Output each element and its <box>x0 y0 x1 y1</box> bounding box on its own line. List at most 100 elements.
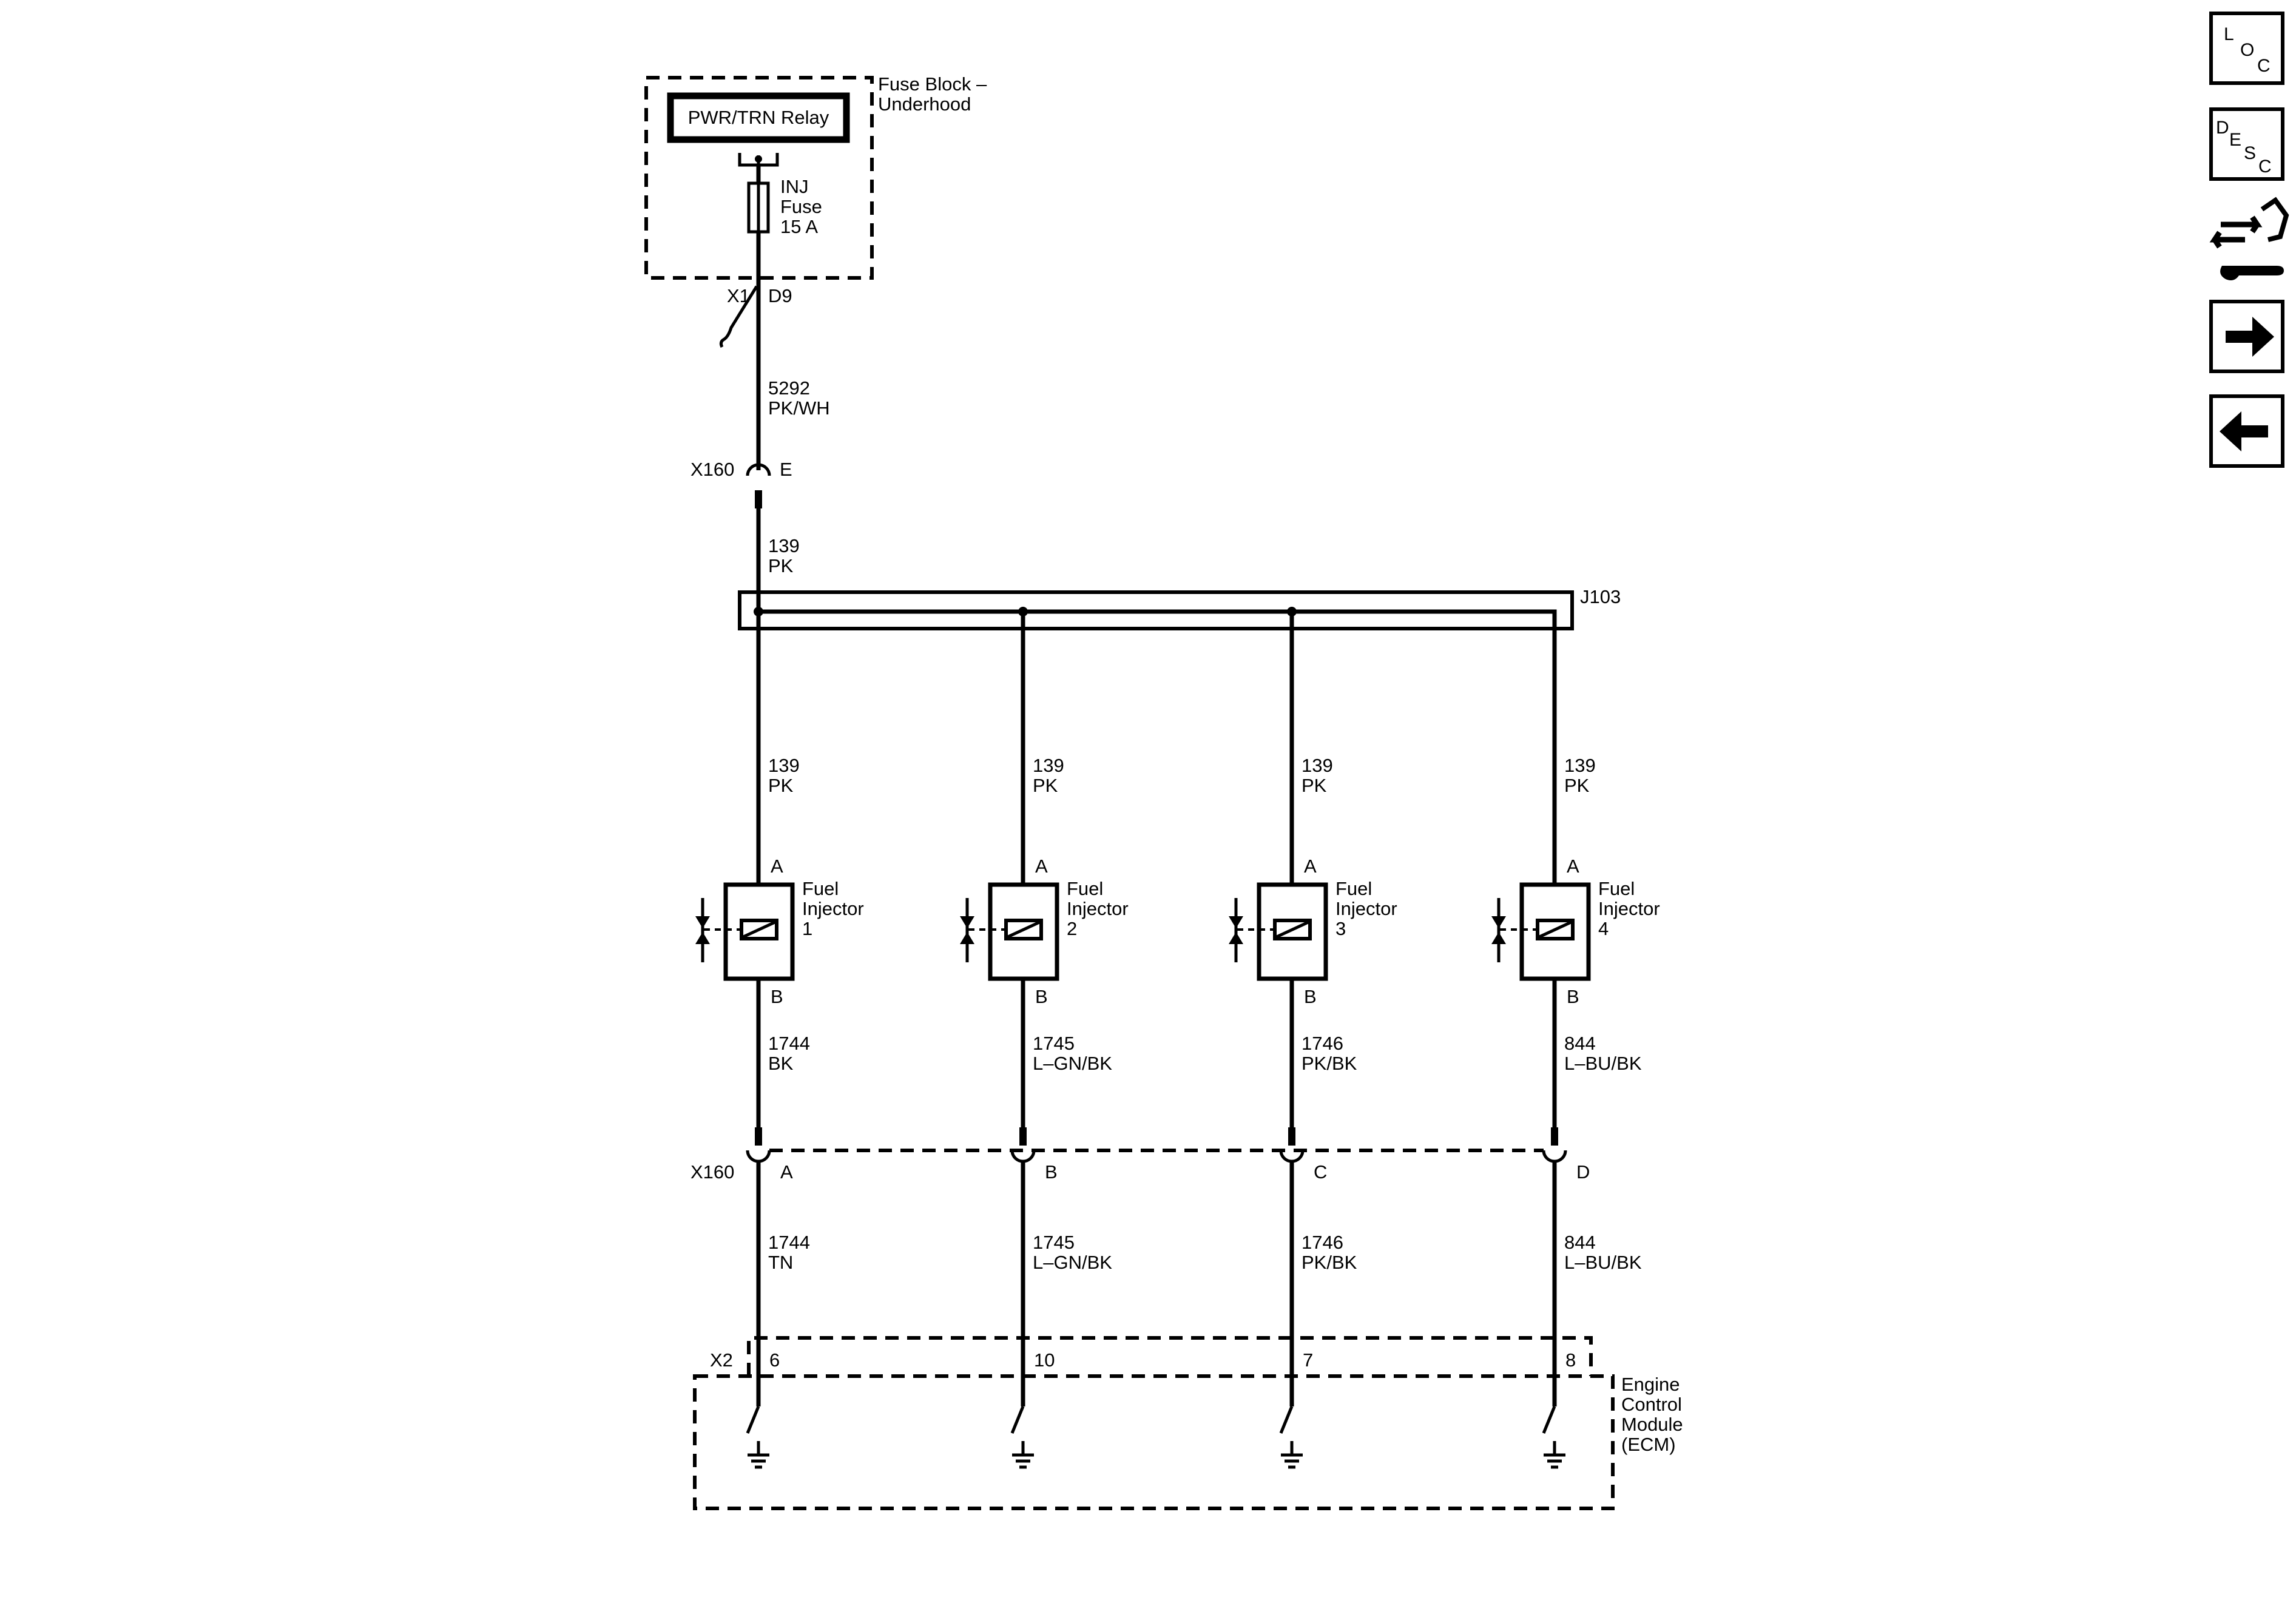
fuse-block-underhood: Fuse Block – Underhood PWR/TRN Relay INJ… <box>644 73 987 280</box>
feed2-circuit: 139 <box>768 535 800 556</box>
x1-label: X1 <box>727 285 750 306</box>
branch4-upper-circuit: 139 <box>1564 755 1596 776</box>
branch2-lower-color: L–GN/BK <box>1033 1053 1112 1074</box>
loc-letter-c: C <box>2257 56 2271 76</box>
branch2-injector-line2: Injector <box>1067 898 1129 919</box>
branch2-ecm-color: L–GN/BK <box>1033 1252 1112 1273</box>
prev-page-button[interactable] <box>2209 394 2284 468</box>
x1-pin-label: D9 <box>768 285 792 306</box>
branch1-x160-pin: A <box>780 1161 793 1183</box>
loc-letter-o: O <box>2240 40 2254 60</box>
feed-color: PK/WH <box>768 397 830 419</box>
ecm-label-3: Module <box>1621 1414 1683 1435</box>
ground-icon <box>1281 1441 1303 1469</box>
desc-letter-e: E <box>2229 130 2241 150</box>
branch4-injector-line1: Fuel <box>1598 878 1635 899</box>
branch1-injector-line1: Fuel <box>802 878 839 899</box>
branch4-ecm-pin: 8 <box>1565 1349 1576 1371</box>
desc-letter-c: C <box>2258 157 2272 177</box>
desc-letter-s: S <box>2244 143 2256 163</box>
branch2-ecm-pin: 10 <box>1034 1349 1055 1371</box>
loc-button[interactable]: L O C <box>2209 12 2284 85</box>
branch4-lower-color: L–BU/BK <box>1564 1053 1642 1074</box>
ecm-label-4: (ECM) <box>1621 1434 1676 1455</box>
ground-icon <box>1544 1441 1565 1469</box>
branch1-ecm-pin: 6 <box>769 1349 780 1371</box>
x1-connector: X1 D9 <box>719 285 792 348</box>
j103-splice: J103 <box>738 586 1621 630</box>
branch1-injector-line2: Injector <box>802 898 864 919</box>
ground-icon <box>1012 1441 1034 1469</box>
branch-injector-3: 139 PK A Fuel Injector 3 B 1746 PK/BK C … <box>1229 612 1397 1469</box>
branch4-pin-b: B <box>1567 986 1579 1007</box>
feed2-color: PK <box>768 555 794 576</box>
pwr-trn-relay: PWR/TRN Relay <box>667 92 850 143</box>
branch4-pin-a: A <box>1567 856 1579 877</box>
fuel-injector-1 <box>695 882 795 981</box>
fuse-block-title-2: Underhood <box>878 93 971 115</box>
next-page-button[interactable] <box>2209 300 2284 373</box>
x160-top-label: X160 <box>690 459 734 480</box>
branch4-injector-num: 4 <box>1598 918 1609 939</box>
branch1-ecm-color: TN <box>768 1252 793 1273</box>
branch2-injector-line1: Fuel <box>1067 878 1103 899</box>
branch2-ecm-circuit: 1745 <box>1033 1232 1075 1253</box>
connector-wrench-icon[interactable] <box>2209 197 2289 280</box>
j103-label: J103 <box>1580 586 1621 607</box>
branch1-injector-num: 1 <box>802 918 812 939</box>
branch-injector-1: 139 PK A Fuel Injector 1 B 1744 BK A 174… <box>695 612 864 1469</box>
branch-injector-2: 139 PK A Fuel Injector 2 B 1745 L–GN/BK … <box>960 612 1129 1469</box>
desc-button[interactable]: D E S C <box>2209 107 2284 181</box>
branch4-ecm-circuit: 844 <box>1564 1232 1596 1253</box>
inj-fuse: INJ Fuse 15 A <box>747 176 822 237</box>
branch3-lower-color: PK/BK <box>1302 1053 1357 1074</box>
branch2-upper-circuit: 139 <box>1033 755 1064 776</box>
fuse-label-2: Fuse <box>780 196 822 217</box>
branch3-injector-line1: Fuel <box>1335 878 1372 899</box>
feed-circuit: 5292 <box>768 377 810 399</box>
x160-top-pin: E <box>780 459 792 480</box>
engine-control-module: X2 Engine Control Module (ECM) <box>693 1336 1683 1510</box>
branch1-pin-a: A <box>771 856 783 877</box>
branch4-upper-color: PK <box>1564 775 1590 796</box>
branch4-x160-pin: D <box>1576 1161 1590 1183</box>
branch2-lower-circuit: 1745 <box>1033 1033 1075 1054</box>
branch2-injector-num: 2 <box>1067 918 1077 939</box>
branch-injector-4: 139 PK A Fuel Injector 4 B 844 L–BU/BK D… <box>1491 629 1660 1469</box>
fuel-injector-2 <box>960 882 1059 981</box>
branch2-x160-pin: B <box>1045 1161 1058 1183</box>
branch3-pin-a: A <box>1304 856 1317 877</box>
x2-label: X2 <box>710 1349 733 1371</box>
ecm-label-1: Engine <box>1621 1374 1680 1395</box>
branch2-pin-b: B <box>1035 986 1048 1007</box>
branch3-x160-pin: C <box>1314 1161 1327 1183</box>
branch4-lower-circuit: 844 <box>1564 1033 1596 1054</box>
branch2-pin-a: A <box>1035 856 1048 877</box>
fuel-injector-4 <box>1491 882 1591 981</box>
ecm-label-2: Control <box>1621 1394 1682 1415</box>
branch3-ecm-pin: 7 <box>1303 1349 1313 1371</box>
branch1-pin-b: B <box>771 986 783 1007</box>
branch3-injector-line2: Injector <box>1335 898 1397 919</box>
branch3-ecm-circuit: 1746 <box>1302 1232 1343 1253</box>
loc-letter-l: L <box>2224 24 2234 44</box>
branch3-injector-num: 3 <box>1335 918 1346 939</box>
branch1-upper-circuit: 139 <box>768 755 800 776</box>
branch2-upper-color: PK <box>1033 775 1058 796</box>
branch1-lower-color: BK <box>768 1053 794 1074</box>
fuse-label-1: INJ <box>780 176 809 197</box>
branch4-ecm-color: L–BU/BK <box>1564 1252 1642 1273</box>
branch3-pin-b: B <box>1304 986 1317 1007</box>
arrow-left-icon <box>2220 411 2268 451</box>
desc-letter-d: D <box>2216 118 2229 138</box>
branch1-lower-circuit: 1744 <box>768 1033 810 1054</box>
branch3-upper-circuit: 139 <box>1302 755 1333 776</box>
fuse-label-3: 15 A <box>780 216 818 237</box>
fuse-block-title-1: Fuse Block – <box>878 73 987 95</box>
fuel-injector-3 <box>1229 882 1328 981</box>
branch1-upper-color: PK <box>768 775 794 796</box>
branch3-ecm-color: PK/BK <box>1302 1252 1357 1273</box>
x160-bottom-label: X160 <box>690 1161 734 1183</box>
branch1-ecm-circuit: 1744 <box>768 1232 810 1253</box>
